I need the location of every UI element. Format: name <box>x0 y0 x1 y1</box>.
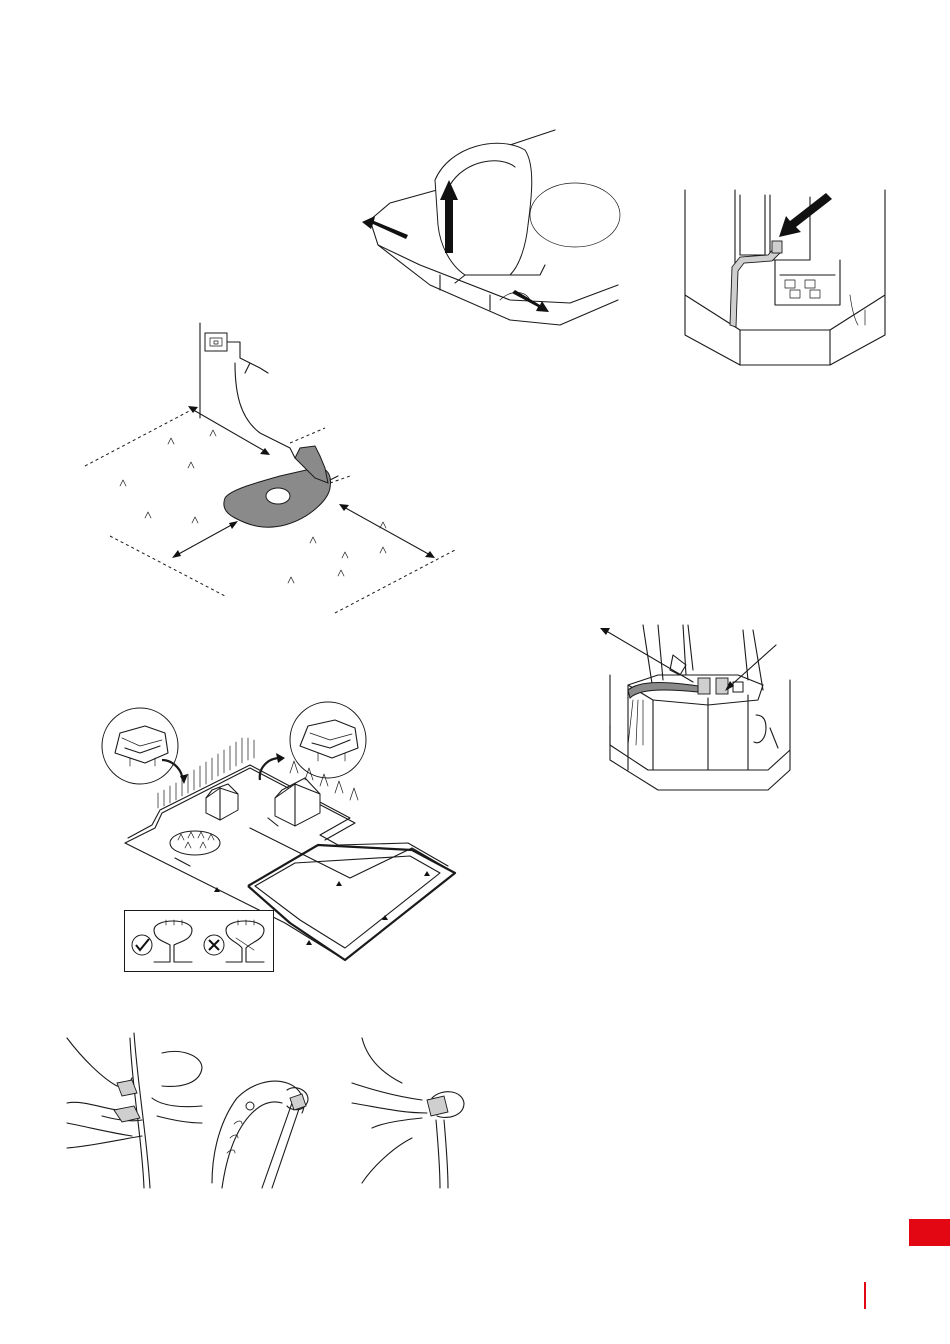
station-cover-figure <box>360 125 625 335</box>
wire-coupler-figure <box>62 1028 472 1193</box>
correct-incorrect-inset <box>124 910 274 972</box>
page-tab <box>909 1219 950 1246</box>
loop-wires-figure <box>598 620 793 800</box>
page-rule <box>864 1282 866 1309</box>
station-connector-figure <box>680 185 890 375</box>
station-placement-figure <box>80 318 460 618</box>
